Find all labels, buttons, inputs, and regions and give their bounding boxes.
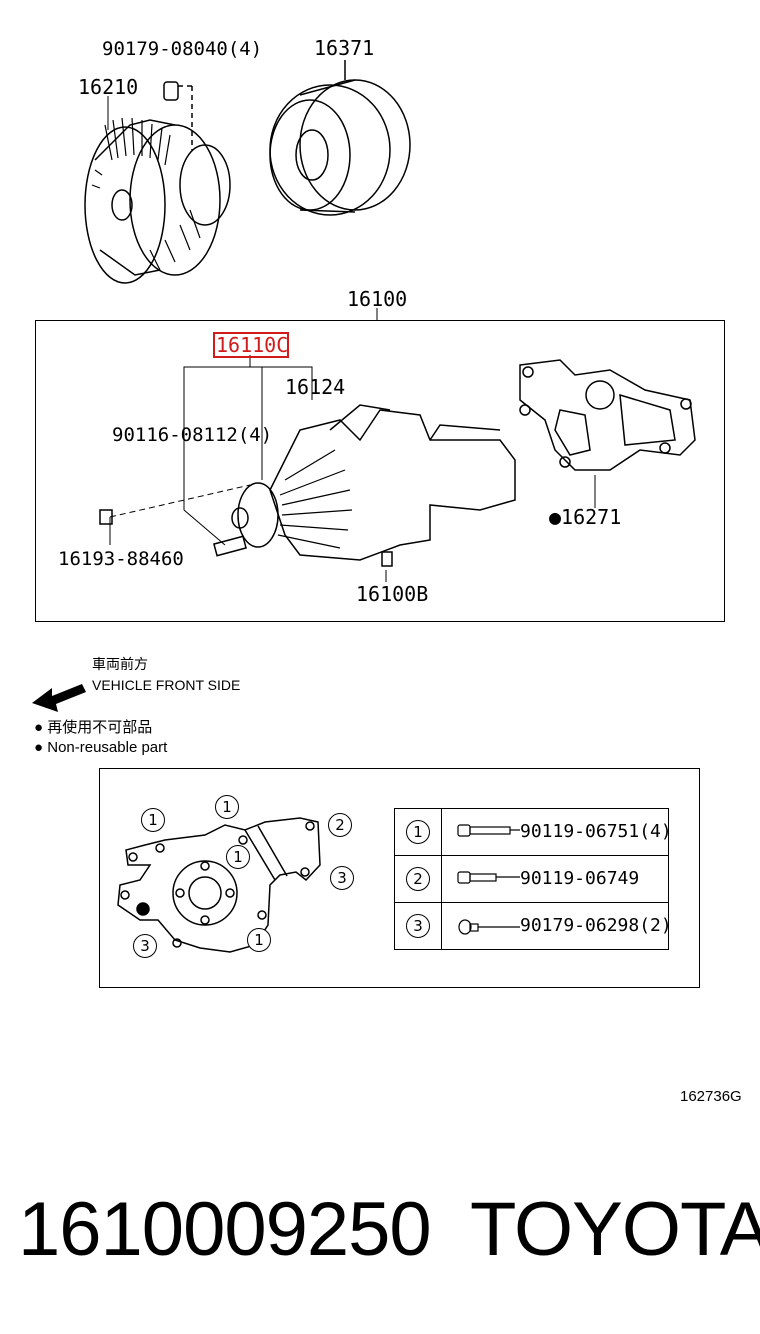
legend-number: 3 (406, 914, 430, 938)
pulley-drawing (269, 60, 411, 216)
callout-1: 1 (215, 795, 239, 819)
label-drain: 16100B (356, 582, 429, 606)
gasket-drawing (519, 359, 696, 471)
label-stud: 16124 (285, 375, 346, 399)
legend-row: 2 90119-06749 (394, 855, 669, 903)
footer-part-number: 1610009250 (18, 1187, 432, 1272)
fan-clutch-drawing (84, 81, 231, 284)
label-bolt-set: 90116-08112(4) (112, 424, 273, 446)
label-assembly: 16100 (347, 287, 408, 311)
footer-brand: TOYOTA (470, 1187, 760, 1272)
label-gasket: ●16271 (549, 505, 622, 529)
label-pulley: 16371 (314, 36, 375, 60)
note-front-en: VEHICLE FRONT SIDE (92, 677, 241, 693)
legend-number: 2 (406, 867, 430, 891)
note-nonreuse-en-text: Non-reusable part (47, 739, 168, 756)
label-pump: 16110C (216, 333, 289, 357)
highlight-box (213, 332, 289, 358)
callout-1: 1 (226, 845, 250, 869)
water-pump-drawing (99, 404, 516, 567)
legend-part: 90119-06749 (520, 868, 640, 889)
note-nonreuse-jp: ● 再使用不可部品 (34, 720, 152, 735)
bullet-icon: ● (34, 739, 48, 756)
note-nonreuse-en: ● Non-reusable part (34, 740, 167, 755)
legend-part: 90179-06298(2) (520, 915, 672, 936)
callout-1: 1 (141, 808, 165, 832)
label-plug: 16193-88460 (58, 548, 184, 570)
bullet-icon: ● (34, 719, 48, 736)
callout-2: 2 (328, 813, 352, 837)
figure-id: 162736G (680, 1088, 742, 1105)
callout-3: 3 (133, 934, 157, 958)
legend-part: 90119-06751(4) (520, 821, 672, 842)
callout-1: 1 (247, 928, 271, 952)
legend-row: 1 90119-06751(4) (394, 808, 672, 856)
label-fan-clutch: 16210 (78, 75, 139, 99)
label-bolt-90179: 90179-08040(4) (102, 38, 263, 60)
legend-row: 3 90179-06298(2) (394, 902, 672, 950)
legend-number: 1 (406, 820, 430, 844)
note-nonreuse-jp-text: 再使用不可部品 (47, 719, 153, 736)
bolt-legend-table: 1 90119-06751(4) 2 90119-06749 3 90179-0… (394, 808, 672, 950)
tightening-frame (99, 768, 700, 988)
vehicle-front-arrow (32, 684, 86, 712)
note-front-jp: 車両前方 (92, 656, 148, 672)
assembly-frame (35, 320, 725, 622)
callout-3: 3 (330, 866, 354, 890)
